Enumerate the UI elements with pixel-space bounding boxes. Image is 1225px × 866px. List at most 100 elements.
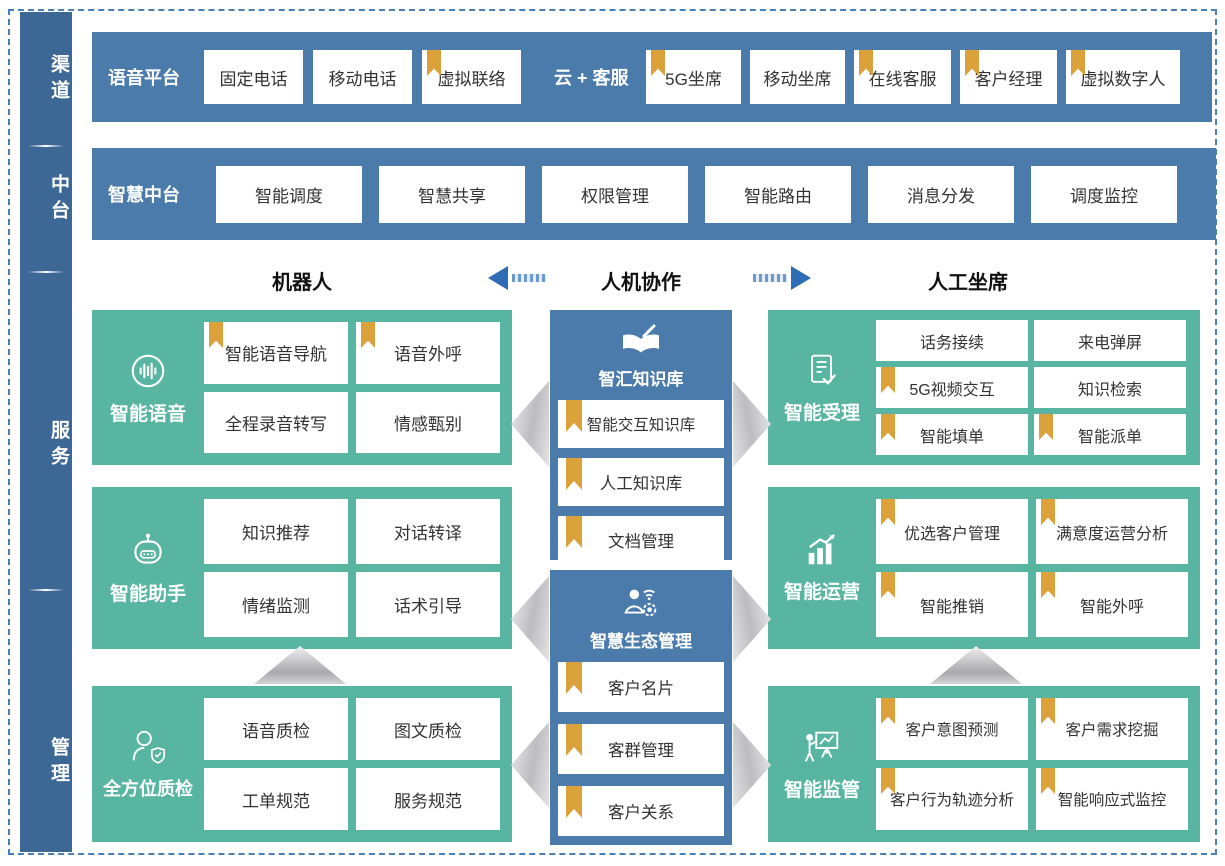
item-box: 来电弹屏 <box>1034 320 1186 361</box>
item-label: 智能外呼 <box>1079 598 1144 616</box>
arrow-left-icon <box>488 266 546 290</box>
item-box: 智能路由 <box>705 165 851 223</box>
item-box: 智能外呼 <box>1036 572 1188 637</box>
item-box: 语音外呼 <box>356 322 500 384</box>
lane-header-collab: 人机协作 <box>601 272 681 294</box>
item-box: 对话转译 <box>356 499 500 564</box>
item-label: 话术引导 <box>394 597 462 616</box>
voice-wave-icon <box>127 350 169 392</box>
item-label: 客户意图预测 <box>905 722 999 739</box>
section-quality-inspection: 全方位质检 语音质检 图文质检 工单规范 服务规范 <box>92 686 512 842</box>
section-side: 智能监管 <box>768 686 876 842</box>
robot-icon <box>127 530 169 572</box>
connector-triangle-up-icon <box>930 646 1022 684</box>
ecosystem-person-icon <box>620 583 662 623</box>
bookmark-ribbon <box>361 322 375 348</box>
item-label: 语音质检 <box>242 721 310 741</box>
bookmark-ribbon <box>1041 499 1055 525</box>
item-label: 智能派单 <box>1077 428 1142 446</box>
item-label: 调度监控 <box>1070 186 1138 206</box>
item-box: 话术引导 <box>356 572 500 637</box>
section-title: 智能助手 <box>109 584 186 605</box>
item-label: 移动电话 <box>328 69 397 89</box>
section-items: 优选客户管理 满意度运营分析 智能推销 智能外呼 <box>876 499 1188 637</box>
item-box: 客户名片 <box>558 662 724 712</box>
item-label: 来电弹屏 <box>1077 334 1142 352</box>
section-items: 客户意图预测 客户需求挖掘 客户行为轨迹分析 智能响应式监控 <box>876 698 1188 830</box>
item-label: 智能响应式监控 <box>1057 792 1167 809</box>
section-knowledge-base: 智汇知识库 智能交互知识库 人工知识库 文档管理 <box>550 310 732 564</box>
bookmark-ribbon <box>881 499 895 525</box>
item-label: 权限管理 <box>581 186 649 206</box>
item-label: 智能语音导航 <box>225 345 327 365</box>
lane-divider <box>28 589 64 591</box>
item-label: 客户行为轨迹分析 <box>889 792 1014 809</box>
section-items: 知识推荐 对话转译 情绪监测 话术引导 <box>204 499 500 637</box>
item-box: 智能响应式监控 <box>1036 768 1188 830</box>
bookmark-ribbon <box>566 662 582 694</box>
item-label: 智能填单 <box>919 428 984 446</box>
bookmark-ribbon <box>566 724 582 756</box>
connector-chevron-right-icon <box>733 381 771 467</box>
item-label: 情绪监测 <box>242 597 310 616</box>
lane-label-service: 服务 <box>48 420 69 472</box>
bookmark-ribbon <box>651 50 665 76</box>
item-box: 满意度运营分析 <box>1036 499 1188 564</box>
item-box: 客户意图预测 <box>876 698 1028 760</box>
section-smart-assistant: 智能助手 知识推荐 对话转译 情绪监测 话术引导 <box>92 487 512 649</box>
section-title: 智能语音 <box>109 403 186 425</box>
item-box: 智能调度 <box>216 165 362 223</box>
item-label: 固定电话 <box>219 69 288 89</box>
section-title: 智能监管 <box>783 780 860 801</box>
connector-chevron-left-icon <box>511 722 549 808</box>
section-smart-operation: 智能运营 优选客户管理 满意度运营分析 智能推销 智能外呼 <box>768 487 1200 649</box>
bookmark-ribbon <box>881 698 895 724</box>
item-box: 移动坐席 <box>750 50 845 104</box>
bookmark-ribbon <box>881 768 895 794</box>
section-items: 智能语音导航 语音外呼 全程录音转写 情感甄别 <box>204 322 500 453</box>
bookmark-ribbon <box>859 50 873 76</box>
panel-voice-platform: 语音平台 固定电话 移动电话 虚拟联络 <box>92 32 546 122</box>
item-label: 满意度运营分析 <box>1055 525 1168 543</box>
item-label: 虚拟数字人 <box>1080 69 1166 89</box>
panel-items: 固定电话 移动电话 虚拟联络 <box>204 50 521 104</box>
item-label: 智能推销 <box>919 598 984 616</box>
lane-bar: 渠道 中台 服务 管理 <box>20 12 72 852</box>
lane-header-robot: 机器人 <box>272 272 332 294</box>
bookmark-ribbon <box>881 414 895 440</box>
item-label: 客户需求挖掘 <box>1065 722 1159 739</box>
panel-title: 智慧中台 <box>108 185 180 205</box>
item-box: 客户关系 <box>558 786 724 836</box>
section-smart-supervision: 智能监管 客户意图预测 客户需求挖掘 客户行为轨迹分析 智能响应式监控 <box>768 686 1200 842</box>
section-head: 智汇知识库 <box>550 310 732 400</box>
item-box: 智慧共享 <box>379 165 525 223</box>
panel-items: 智能调度 智慧共享 权限管理 智能路由 消息分发 调度监控 <box>216 165 1177 223</box>
item-box: 权限管理 <box>542 165 688 223</box>
bookmark-ribbon <box>566 786 582 818</box>
panel-middle-platform: 智慧中台 智能调度 智慧共享 权限管理 智能路由 消息分发 调度监控 <box>92 148 1216 240</box>
section-title: 智能受理 <box>783 402 860 424</box>
section-title: 智能运营 <box>783 582 860 603</box>
lane-label-middle: 中台 <box>48 174 69 226</box>
connector-chevron-left-icon <box>511 381 549 467</box>
item-box: 在线客服 <box>854 50 951 104</box>
lane-divider <box>28 145 64 147</box>
connector-chevron-right-icon <box>733 576 771 662</box>
presentation-person-icon <box>801 726 843 768</box>
item-box: 5G视频交互 <box>876 367 1028 408</box>
bookmark-ribbon <box>881 367 895 393</box>
item-box: 服务规范 <box>356 768 500 830</box>
bookmark-ribbon <box>881 572 895 598</box>
item-box: 智能语音导航 <box>204 322 348 384</box>
bookmark-ribbon <box>1041 572 1055 598</box>
item-label: 客户名片 <box>608 680 674 698</box>
connector-chevron-right-icon <box>733 722 771 808</box>
item-box: 移动电话 <box>313 50 412 104</box>
item-box: 工单规范 <box>204 768 348 830</box>
item-box: 优选客户管理 <box>876 499 1028 564</box>
section-side: 全方位质检 <box>92 686 204 842</box>
section-ecosystem-management: 智慧生态管理 客户名片 客群管理 客户关系 <box>550 570 732 845</box>
person-shield-icon <box>127 728 169 768</box>
item-label: 智慧共享 <box>418 186 486 206</box>
